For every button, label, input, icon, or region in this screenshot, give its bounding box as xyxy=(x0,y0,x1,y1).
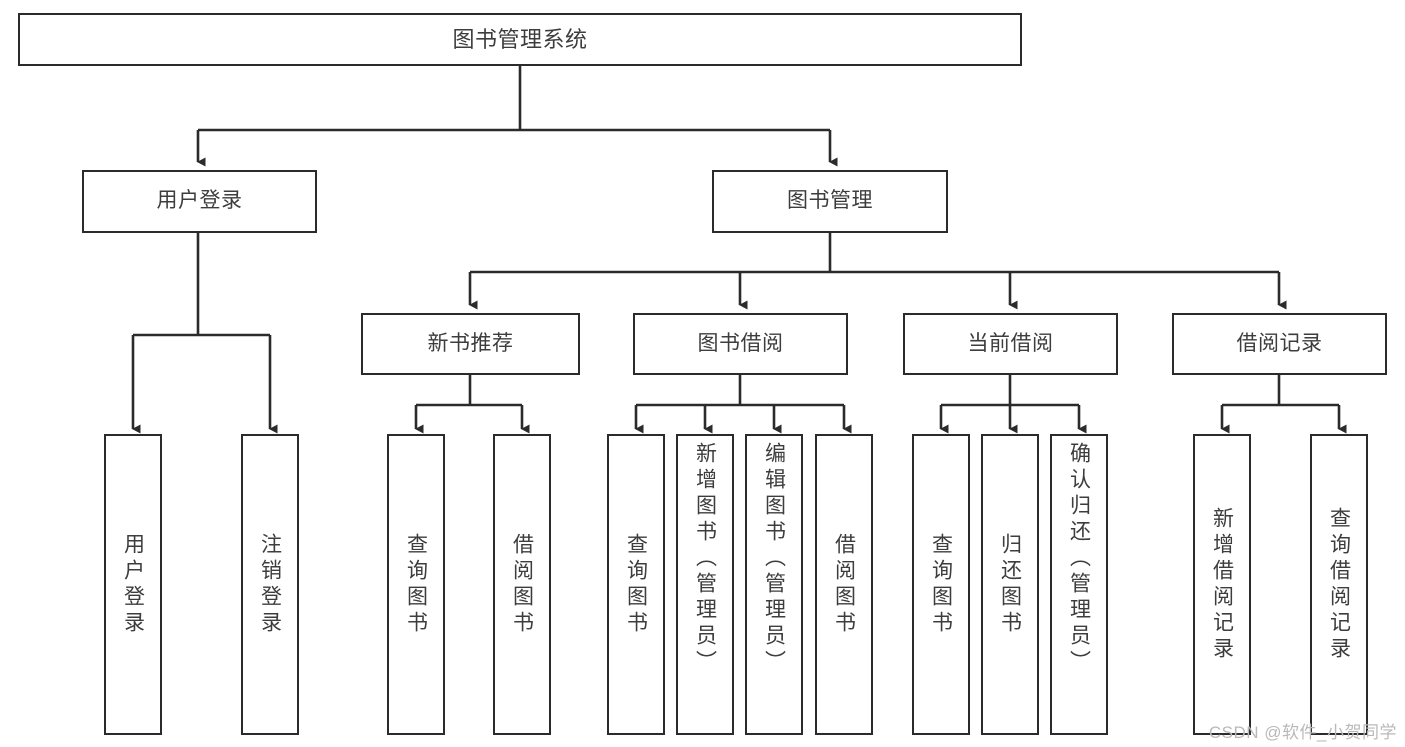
node-label: 用户登录 xyxy=(156,189,243,213)
node-label: 用户登录 xyxy=(121,532,145,637)
node-label: 当前借阅 xyxy=(967,331,1054,355)
node-new-book-recommendation[interactable]: 新书推荐 xyxy=(361,313,580,375)
node-leaf-logout[interactable]: 注销登录 xyxy=(241,434,299,735)
node-label: 编辑图书（管理员） xyxy=(762,442,786,676)
node-leaf-add-borrow-record[interactable]: 新增借阅记录 xyxy=(1193,434,1251,735)
node-label: 查询借阅记录 xyxy=(1327,506,1351,663)
node-label: 归还图书 xyxy=(998,532,1022,637)
node-label: 查询图书 xyxy=(624,532,648,637)
node-borrowing-record[interactable]: 借阅记录 xyxy=(1172,313,1387,375)
node-current-borrowing[interactable]: 当前借阅 xyxy=(903,313,1118,375)
node-label: 新书推荐 xyxy=(427,331,514,355)
watermark-text: CSDN @软件_小贺同学 xyxy=(1208,723,1397,742)
node-user-login[interactable]: 用户登录 xyxy=(82,170,317,233)
node-label: 借阅图书 xyxy=(510,532,534,637)
node-label: 查询图书 xyxy=(404,532,428,637)
node-label: 查询图书 xyxy=(929,532,953,637)
node-root-book-management-system[interactable]: 图书管理系统 xyxy=(18,13,1022,66)
node-book-borrowing[interactable]: 图书借阅 xyxy=(633,313,848,375)
node-leaf-confirm-return-admin[interactable]: 确认归还（管理员） xyxy=(1050,434,1108,735)
node-leaf-borrow-books-recommend[interactable]: 借阅图书 xyxy=(493,434,551,735)
node-leaf-add-book-admin[interactable]: 新增图书（管理员） xyxy=(676,434,734,735)
node-label: 借阅记录 xyxy=(1236,331,1323,355)
node-leaf-borrow-books[interactable]: 借阅图书 xyxy=(815,434,873,735)
node-label: 图书借阅 xyxy=(697,331,784,355)
node-leaf-edit-book-admin[interactable]: 编辑图书（管理员） xyxy=(745,434,803,735)
node-leaf-query-books-recommend[interactable]: 查询图书 xyxy=(387,434,445,735)
node-label: 确认归还（管理员） xyxy=(1067,442,1091,676)
node-leaf-query-borrow-record[interactable]: 查询借阅记录 xyxy=(1310,434,1368,735)
node-label: 新增借阅记录 xyxy=(1210,506,1234,663)
node-book-management[interactable]: 图书管理 xyxy=(712,170,948,233)
node-label: 图书管理 xyxy=(787,189,873,213)
node-leaf-return-books[interactable]: 归还图书 xyxy=(981,434,1039,735)
node-label: 注销登录 xyxy=(258,532,282,637)
node-label: 图书管理系统 xyxy=(452,26,588,52)
node-leaf-user-login[interactable]: 用户登录 xyxy=(104,434,162,735)
node-label: 新增图书（管理员） xyxy=(693,442,717,676)
node-leaf-query-books-current[interactable]: 查询图书 xyxy=(912,434,970,735)
node-label: 借阅图书 xyxy=(832,532,856,637)
node-leaf-query-books-borrow[interactable]: 查询图书 xyxy=(607,434,665,735)
